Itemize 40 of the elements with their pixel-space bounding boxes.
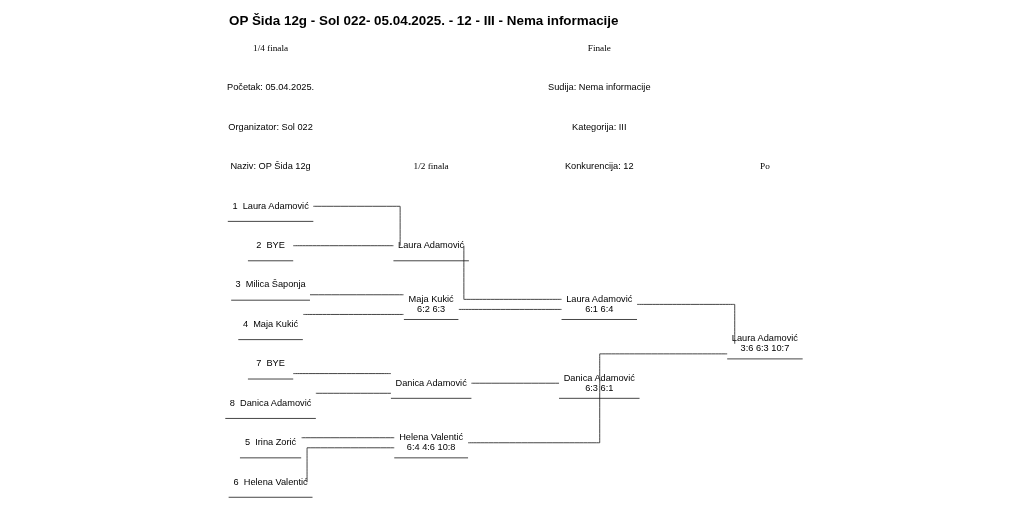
node-text: 1 Laura Adamović <box>231 200 309 211</box>
label: 1/4 finala <box>252 42 288 53</box>
node-text: Laura Adamović 3:6 6:3 10:7 <box>731 333 798 354</box>
connector <box>292 373 391 374</box>
connector <box>312 205 401 247</box>
node-text: 3 Milica Šaponja <box>234 279 306 290</box>
node-text: Danica Adamović <box>395 377 467 388</box>
connector <box>309 294 404 296</box>
diagram-title: OP Šida 12g - Sol 022- 05.04.2025. - 12 - III - Nema informacije <box>228 12 619 28</box>
connector <box>314 392 391 394</box>
connector <box>462 245 562 300</box>
node-text: Danica Adamović 6:3 6:1 <box>563 372 635 393</box>
node-text: Laura Adamović <box>397 240 464 251</box>
label: Finale <box>587 42 611 53</box>
node-text: 2 BYE <box>255 240 285 251</box>
connector <box>457 309 562 310</box>
node-text: 4 Maja Kukić <box>242 318 298 329</box>
node-text: 6 Helena Valentić <box>233 476 308 487</box>
connector <box>470 382 559 384</box>
node-text: 7 BYE <box>255 358 285 369</box>
connector <box>306 447 395 483</box>
node-text: Helena Valentić 6:4 4:6 10:8 <box>398 432 463 453</box>
connector <box>467 382 600 444</box>
label: Konkurencija: 12 <box>564 161 634 172</box>
label: 1/2 finala <box>413 161 449 172</box>
label: Naziv: OP Šida 12g <box>229 161 311 172</box>
connector <box>636 303 735 345</box>
node-text: 5 Irina Zorić <box>244 437 296 448</box>
node-text: Maja Kukić 6:2 6:3 <box>408 293 454 314</box>
label: Sudija: Nema informacije <box>547 82 651 93</box>
connector <box>302 314 404 315</box>
label: Kategorija: III <box>571 121 626 132</box>
label: Početak: 05.04.2025. <box>226 82 314 93</box>
connector <box>292 245 394 247</box>
label: Po <box>759 161 770 172</box>
node-text: Laura Adamović 6:1 6:4 <box>565 293 632 314</box>
label: Organizator: Sol 022 <box>227 121 313 132</box>
node-text: 8 Danica Adamović <box>229 397 311 408</box>
connector <box>300 437 395 439</box>
connector <box>598 353 728 384</box>
